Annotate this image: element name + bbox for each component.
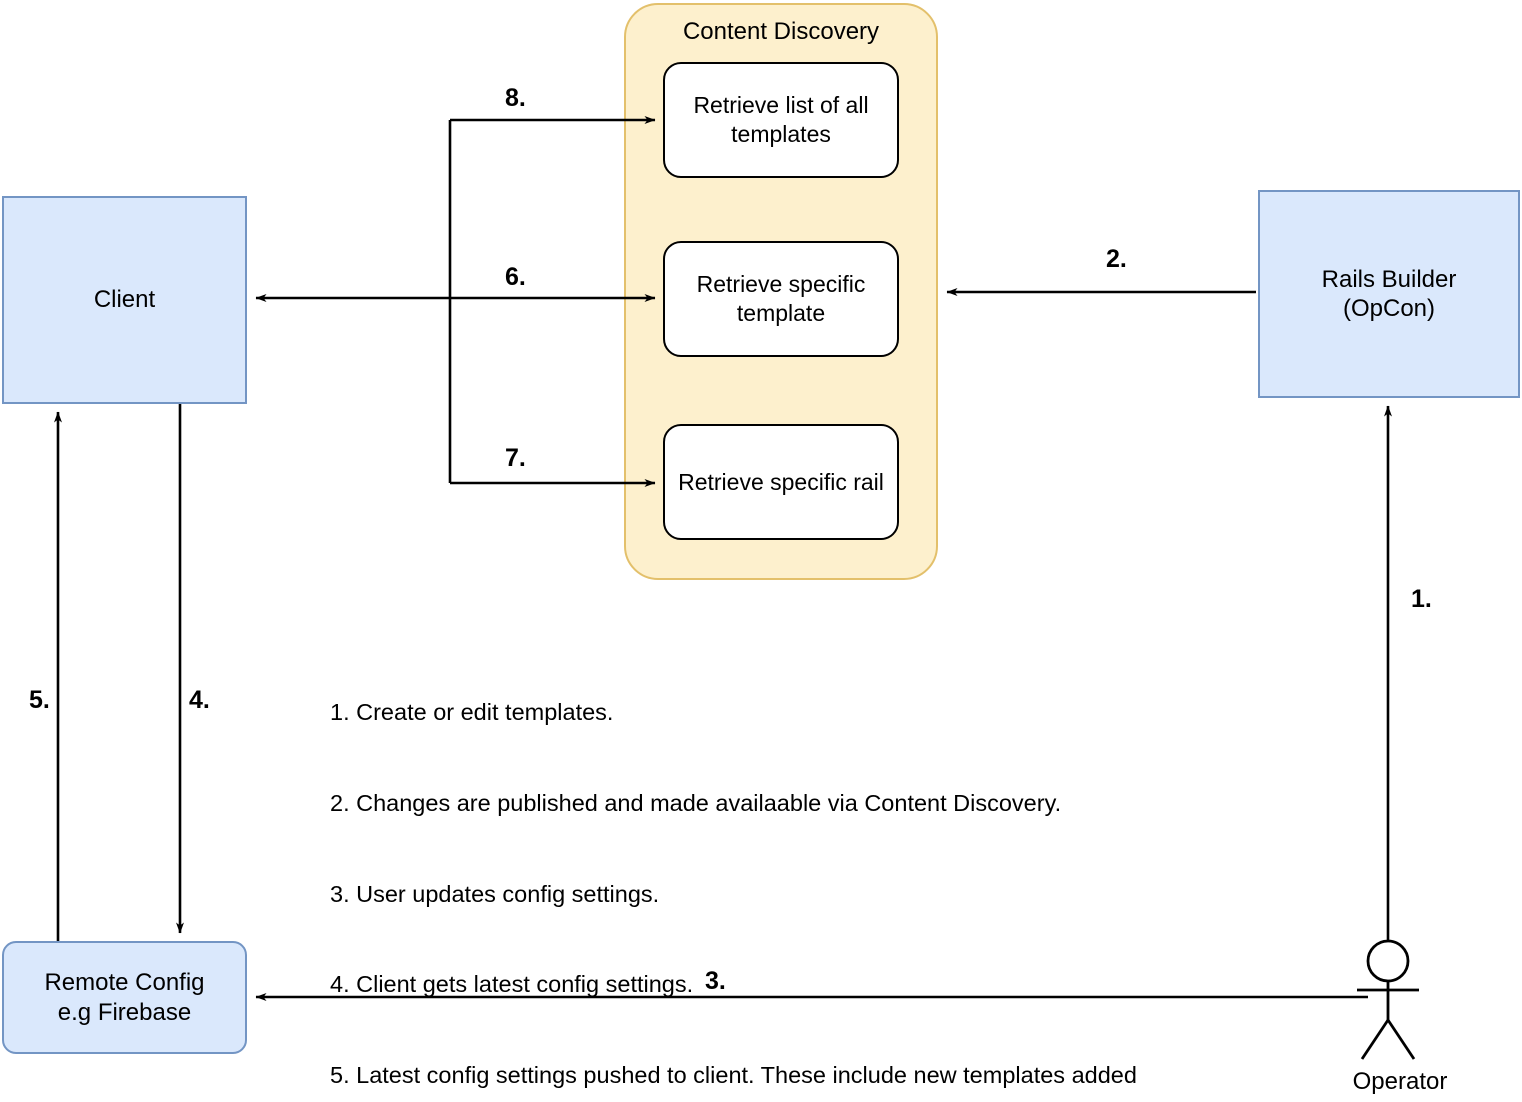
cd-item-retrieve-specific-rail[interactable]: Retrieve specific rail bbox=[663, 424, 899, 540]
edge-label-8: 8. bbox=[505, 84, 526, 112]
node-remote-config[interactable]: Remote Config e.g Firebase bbox=[2, 941, 247, 1054]
cd-item-retrieve-specific-template[interactable]: Retrieve specific template bbox=[663, 241, 899, 357]
node-client[interactable]: Client bbox=[2, 196, 247, 404]
edge-label-6: 6. bbox=[505, 263, 526, 291]
legend-line: 1. Create or edit templates. bbox=[330, 698, 614, 725]
node-rails-builder[interactable]: Rails Builder (OpCon) bbox=[1258, 190, 1520, 398]
legend-line: 5. Latest config settings pushed to clie… bbox=[330, 1062, 1137, 1089]
edge-label-2: 2. bbox=[1106, 245, 1127, 273]
operator-icon bbox=[1357, 939, 1419, 1060]
cd-item-retrieve-all-templates[interactable]: Retrieve list of all templates bbox=[663, 62, 899, 178]
edge-label-1: 1. bbox=[1411, 585, 1432, 613]
edge-label-7: 7. bbox=[505, 444, 526, 472]
content-discovery-title: Content Discovery bbox=[682, 18, 880, 45]
legend-line: 3. User updates config settings. bbox=[330, 880, 660, 907]
actor-operator-label: Operator bbox=[1352, 1068, 1448, 1095]
edge-label-5: 5. bbox=[29, 686, 50, 714]
edge-label-3: 3. bbox=[705, 967, 726, 995]
edge-label-4: 4. bbox=[189, 686, 210, 714]
legend-line: 2. Changes are published and made availa… bbox=[330, 789, 1062, 816]
legend-list: 1. Create or edit templates. 2. Changes … bbox=[330, 636, 1230, 1102]
legend-line: 4. Client gets latest config settings. bbox=[330, 971, 694, 998]
